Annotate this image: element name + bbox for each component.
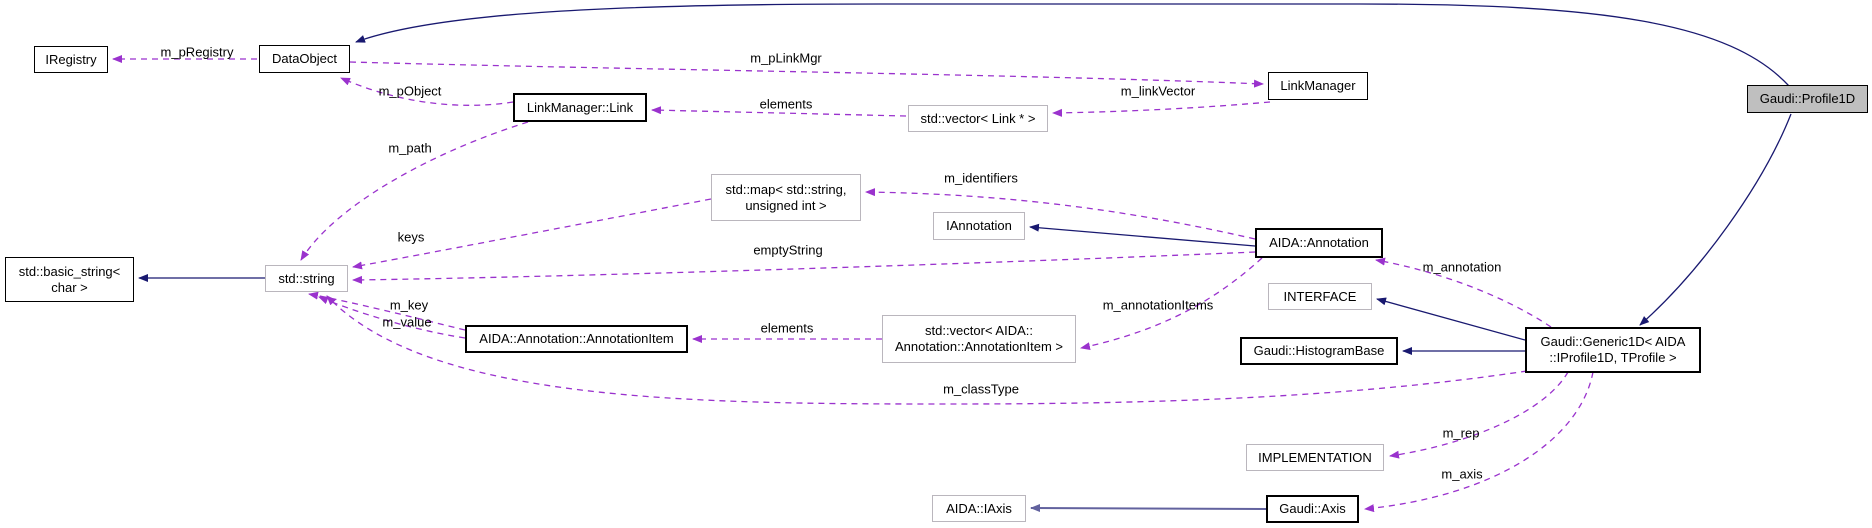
class-node-interface: INTERFACE (1268, 283, 1372, 310)
edge-label-use-mpregistry: m_pRegistry (160, 44, 234, 60)
class-node-label: Gaudi::Profile1D (1759, 91, 1856, 106)
edge-label-use-maxis: m_axis (1441, 466, 1483, 482)
edge-use-midentifiers (865, 188, 1256, 240)
edge-inherit-axis-iaxis (1030, 504, 1267, 513)
edge-use-mplinkmgr (349, 61, 1264, 88)
edge-label-use-elements-links: elements (759, 96, 813, 112)
edge-label-use-mannotationitems: m_annotationItems (1102, 297, 1214, 313)
class-node-label: std::vector< AIDA:: (924, 323, 1034, 338)
class-node-label: IMPLEMENTATION (1258, 449, 1372, 465)
class-node-label: unsigned int > (745, 197, 827, 213)
edge-label-use-emptystring: emptyString (753, 242, 823, 258)
edge-use-mannotationitems (1080, 257, 1263, 351)
edge-label-use-mclasstype: m_classType (943, 381, 1019, 397)
class-node-label: IRegistry (45, 51, 97, 67)
edge-label-use-mkey: m_key (389, 297, 429, 313)
edge-label-use-mplinkmgr: m_pLinkMgr (750, 50, 822, 66)
edge-use-mlinkvector (1052, 101, 1271, 117)
class-node-aida-annotation[interactable]: AIDA::Annotation (1255, 228, 1383, 258)
edge-use-keys (352, 198, 712, 270)
edge-use-maxis (1364, 371, 1594, 513)
class-node-gaudi-histogrambase[interactable]: Gaudi::HistogramBase (1240, 337, 1398, 365)
edge-use-mpath (300, 121, 529, 261)
class-node-label: AIDA::Annotation (1269, 235, 1369, 250)
class-node-label: Gaudi::HistogramBase (1253, 343, 1385, 358)
edge-label-use-mlinkvector: m_linkVector (1120, 83, 1196, 99)
class-node-gaudi-generic1d[interactable]: Gaudi::Generic1D< AIDA::IProfile1D, TPro… (1525, 327, 1701, 373)
class-node-implementation: IMPLEMENTATION (1246, 444, 1384, 471)
edge-use-mclasstype (326, 295, 1528, 405)
class-node-map-string-uint: std::map< std::string,unsigned int > (711, 174, 861, 221)
class-node-label: ::IProfile1D, TProfile > (1549, 350, 1677, 365)
class-node-label: LinkManager::Link (526, 99, 634, 115)
class-node-label: Gaudi::Axis (1279, 501, 1346, 516)
edge-inherit-annotation-iannotation (1029, 223, 1256, 247)
edge-label-use-mpath: m_path (388, 140, 432, 156)
class-node-label: AIDA::Annotation::AnnotationItem (479, 331, 674, 346)
class-node-gaudi-profile1d: Gaudi::Profile1D (1747, 85, 1868, 113)
class-node-label: std::map< std::string, (725, 181, 847, 197)
class-node-vector-annotation-item: std::vector< AIDA::Annotation::Annotatio… (882, 315, 1076, 363)
class-node-iannotation: IAnnotation (933, 212, 1025, 240)
class-node-annotation-item[interactable]: AIDA::Annotation::AnnotationItem (465, 325, 688, 353)
class-node-label: Annotation::AnnotationItem > (894, 339, 1064, 354)
edge-inherit-profile1d-dataobject (355, 3, 1790, 87)
class-node-aida-iaxis: AIDA::IAxis (932, 495, 1026, 522)
class-node-label: char > (51, 279, 88, 295)
class-node-label: std::string (278, 270, 335, 286)
edge-label-use-keys: keys (397, 229, 425, 245)
class-node-std-string: std::string (265, 265, 348, 292)
edge-label-use-elements-annotationitems: elements (760, 320, 814, 336)
class-node-label: DataObject (271, 51, 338, 66)
class-node-label: Gaudi::Generic1D< AIDA (1540, 334, 1686, 349)
class-node-label: INTERFACE (1283, 288, 1357, 304)
class-node-dataobject[interactable]: DataObject (259, 45, 350, 73)
edge-inherit-profile1d-generic1d (1639, 113, 1792, 326)
class-node-iregistry[interactable]: IRegistry (34, 46, 108, 73)
class-node-label: LinkManager (1280, 78, 1356, 93)
class-node-label: IAnnotation (946, 218, 1012, 233)
edge-label-use-mvalue: m_value (382, 314, 432, 330)
class-node-label: std::basic_string< (18, 263, 121, 279)
edge-label-use-mrep: m_rep (1442, 425, 1480, 441)
class-node-gaudi-axis[interactable]: Gaudi::Axis (1266, 495, 1359, 523)
edge-label-use-mannotation: m_annotation (1422, 259, 1502, 275)
edge-label-use-mpobject: m_pObject (378, 83, 442, 99)
class-node-label: AIDA::IAxis (946, 500, 1012, 516)
class-node-basic-string[interactable]: std::basic_string<char > (5, 257, 134, 302)
class-node-label: std::vector< Link * > (920, 110, 1036, 126)
edge-inherit-generic1d-interface (1376, 297, 1526, 341)
edge-label-use-midentifiers: m_identifiers (944, 170, 1018, 186)
edge-use-emptystring (352, 251, 1256, 284)
class-node-linkmanager[interactable]: LinkManager (1268, 72, 1368, 100)
class-node-linkmanager-link[interactable]: LinkManager::Link (513, 93, 647, 122)
class-node-vector-link: std::vector< Link * > (908, 105, 1048, 132)
edge-use-mannotation (1375, 257, 1552, 328)
edge-use-elements-links (651, 106, 907, 117)
